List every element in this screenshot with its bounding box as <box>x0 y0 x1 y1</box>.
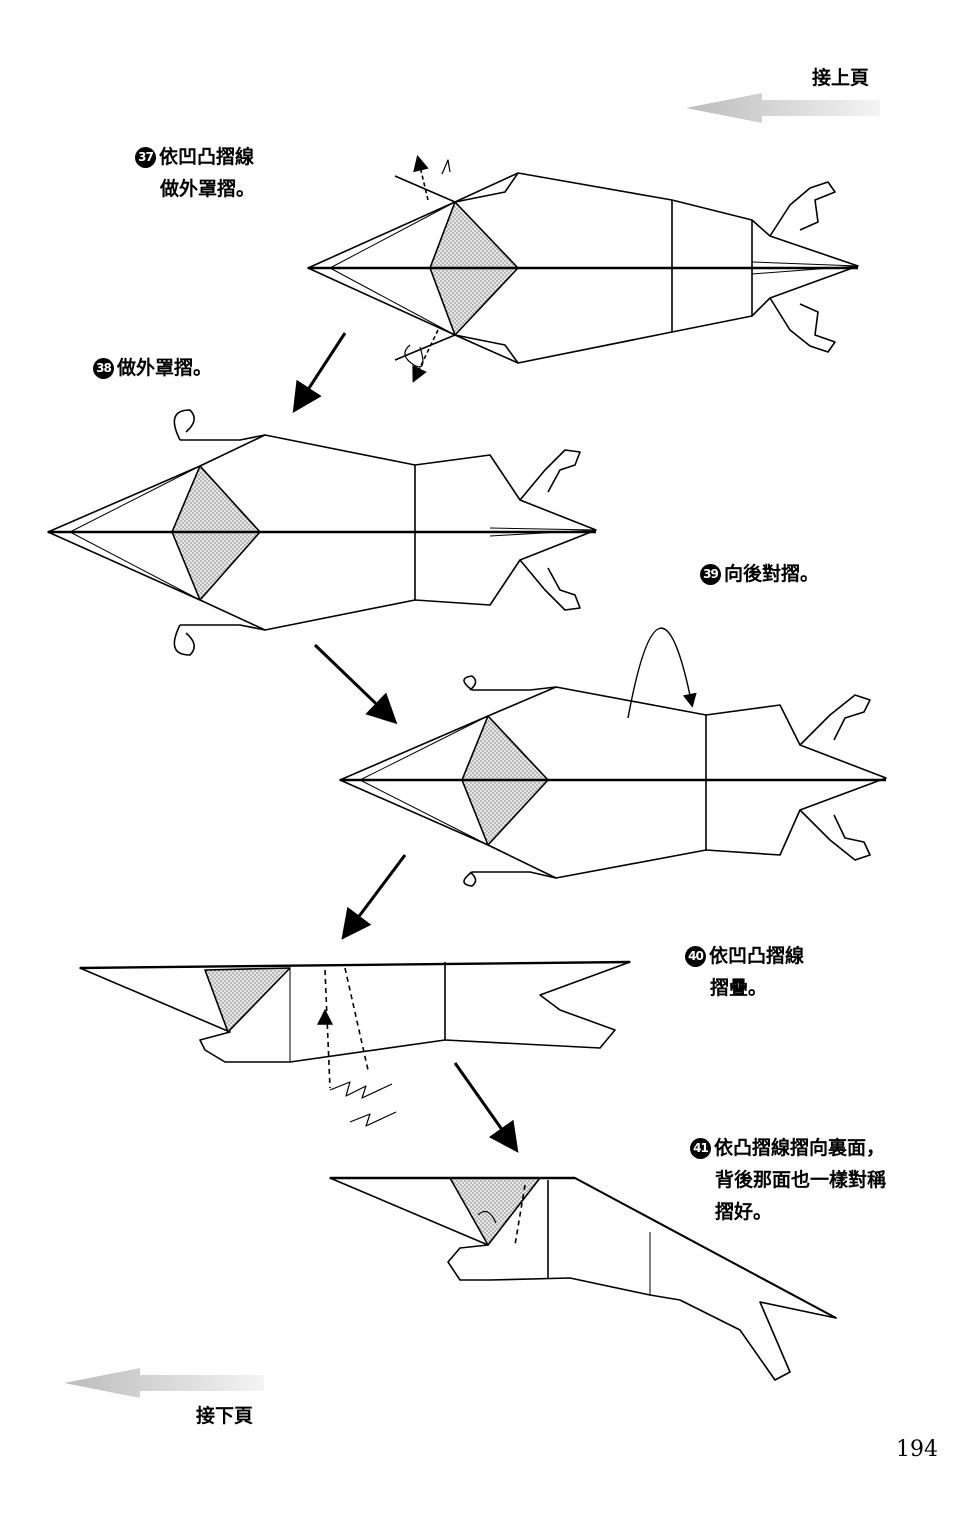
step-37-line-2: 做外罩摺。 <box>160 178 256 200</box>
step-number-badge: 39 <box>700 564 721 585</box>
step-number-badge: 40 <box>685 946 706 967</box>
flow-arrow-37-38 <box>292 332 347 414</box>
step-40-line-1: 依凹凸摺線 <box>709 945 805 967</box>
figure-step-40 <box>79 960 631 1127</box>
step-41-line-2: 背後那面也一樣對稱 <box>715 1169 887 1191</box>
figure-step-39 <box>339 627 887 887</box>
step-39-line-1: 向後對摺。 <box>724 563 820 585</box>
step-number-badge: 41 <box>690 1138 711 1159</box>
step-number-badge: 37 <box>135 147 156 168</box>
flow-arrow-40-41 <box>453 1062 519 1153</box>
step-38-line-1: 做外罩摺。 <box>117 357 213 379</box>
page-number: 194 <box>896 1437 938 1462</box>
flow-arrow-38-39 <box>313 643 398 725</box>
prev-page-arrow-icon <box>686 93 880 123</box>
next-page-label: 接下頁 <box>196 1405 254 1427</box>
next-page-arrow-icon <box>64 1368 264 1398</box>
figure-step-38 <box>47 409 597 656</box>
step-41-line-3: 摺好。 <box>715 1201 773 1223</box>
step-number-badge: 38 <box>93 358 114 379</box>
step-41-line-1: 依凸摺線摺向裏面， <box>714 1137 886 1159</box>
flow-arrow-39-40 <box>341 854 407 940</box>
step-40-line-2: 摺疊。 <box>710 977 768 999</box>
figure-step-37 <box>307 154 859 383</box>
prev-page-label: 接上頁 <box>812 67 870 89</box>
figure-step-41 <box>329 1176 837 1381</box>
step-37-line-1: 依凹凸摺線 <box>159 146 255 168</box>
